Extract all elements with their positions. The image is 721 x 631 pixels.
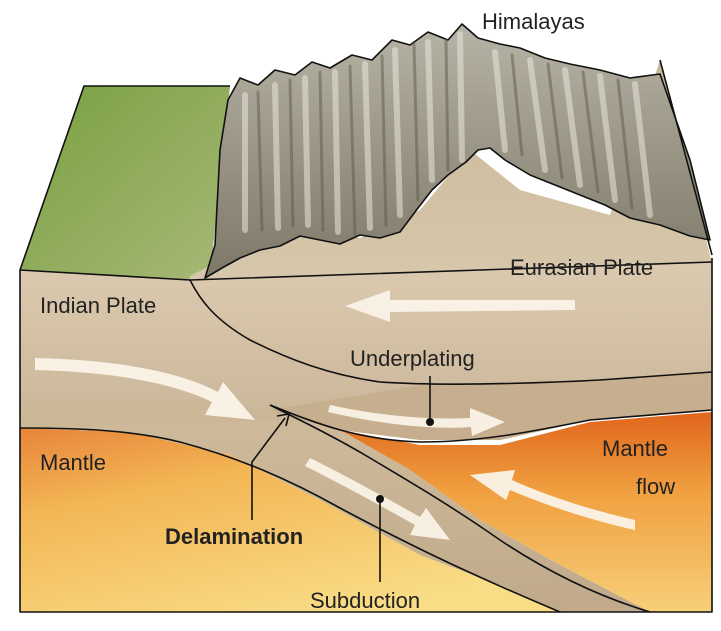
mantle-flow-arrow <box>470 470 635 530</box>
mountain-ridge-shadows <box>256 38 634 236</box>
mantle-left <box>20 428 560 612</box>
himalayas-label: Himalayas <box>482 9 585 34</box>
eurasian-plate-arrow <box>345 290 575 322</box>
mantle-label: Mantle <box>40 450 106 475</box>
delamination-label: Delamination <box>165 524 303 549</box>
mantle-right <box>340 412 712 612</box>
delamination-leader <box>251 417 286 520</box>
section-outlines <box>19 59 713 613</box>
mantle-flow-label-line2: flow <box>636 474 675 499</box>
indian-plain-surface <box>20 86 230 280</box>
leader-lines <box>251 376 431 582</box>
eurasian-plate-label: Eurasian Plate <box>510 255 653 280</box>
underplating-label: Underplating <box>350 346 475 371</box>
subduction-dot <box>376 495 384 503</box>
underplating-arrow <box>328 405 505 436</box>
mantle-flow-label-line1: Mantle <box>602 436 668 461</box>
eurasian-plateau-surface <box>190 60 712 280</box>
mountain-ridge-shading <box>242 31 653 235</box>
underplating-dot <box>426 418 434 426</box>
delamination-arrowhead-icon <box>276 413 291 427</box>
indian-plate-label: Indian Plate <box>40 293 156 318</box>
subduction-label: Subduction <box>310 588 420 613</box>
underplating-layer <box>270 372 712 440</box>
indian-plate-arrow <box>35 358 255 420</box>
